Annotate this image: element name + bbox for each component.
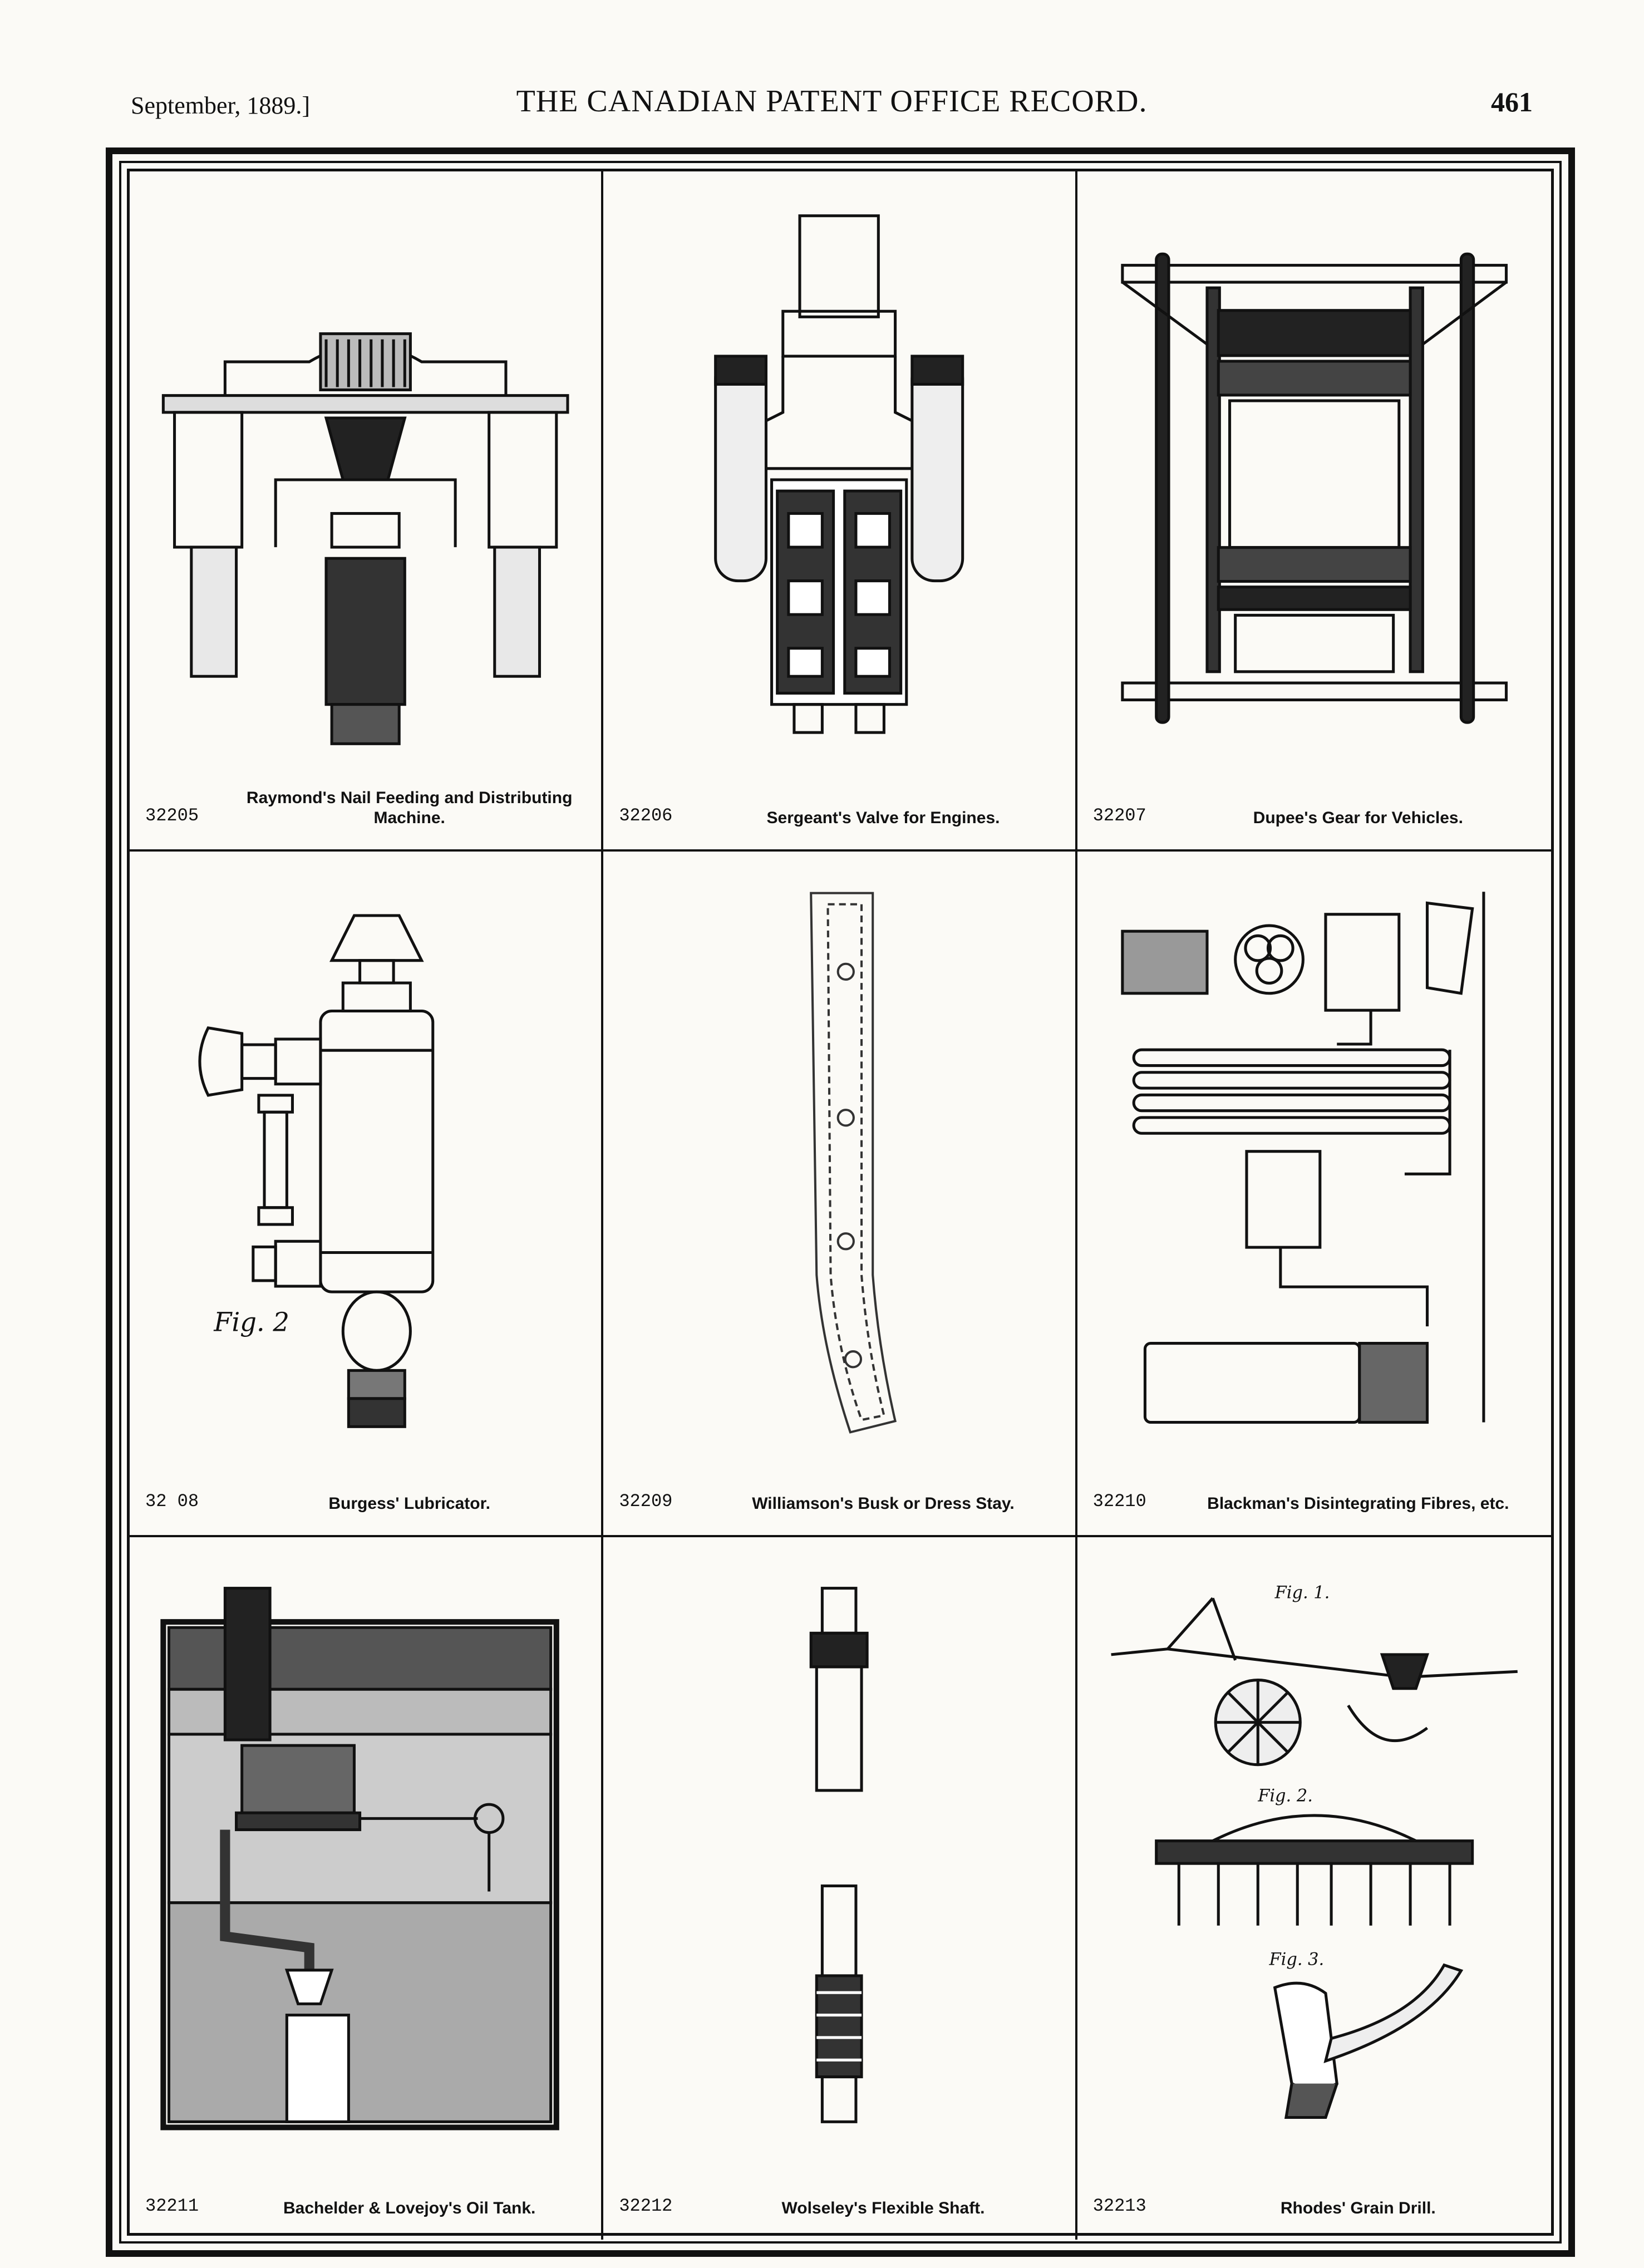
patent-title: Rhodes' Grain Drill.	[1280, 2199, 1436, 2217]
patent-cell-32211: 32211 Bachelder & Lovejoy's Oil Tank.	[130, 1537, 604, 2240]
publication-title: THE CANADIAN PATENT OFFICE RECORD.	[516, 84, 1148, 119]
page-header: September, 1889.] THE CANADIAN PATENT OF…	[131, 83, 1533, 128]
drill-fig3-label: Fig. 3.	[1268, 1950, 1324, 1970]
patent-caption: 32210 Blackman's Disintegrating Fibres, …	[1093, 1468, 1540, 1522]
patent-cell-32206: 32206 Sergeant's Valve for Engines.	[603, 171, 1077, 852]
patent-number: 32211	[145, 2196, 199, 2216]
drill-fig2-label: Fig. 2.	[1257, 1787, 1313, 1806]
patent-title: Williamson's Busk or Dress Stay.	[752, 1494, 1015, 1513]
oil-tank-illustration	[141, 1548, 590, 2167]
patent-title: Sergeant's Valve for Engines.	[766, 809, 1000, 827]
patent-caption: 32213 Rhodes' Grain Drill.	[1093, 2173, 1540, 2226]
patent-caption: 32207 Dupee's Gear for Vehicles.	[1093, 783, 1540, 836]
lubricator-fig-label: Fig. 2	[213, 1307, 289, 1337]
plate-frame: 32205 Raymond's Nail Feeding and Distrib…	[106, 147, 1575, 2257]
engine-valve-illustration	[614, 183, 1064, 777]
patent-number: 32213	[1092, 2196, 1146, 2216]
patent-caption: 32205 Raymond's Nail Feeding and Distrib…	[145, 783, 590, 836]
lubricator-illustration: Fig. 2	[141, 863, 590, 1463]
patent-number: 32205	[145, 805, 199, 826]
patent-caption: 32212 Wolseley's Flexible Shaft.	[619, 2173, 1064, 2226]
fibre-disintegrator-illustration	[1089, 863, 1540, 1463]
patent-cell-32207: 32207 Dupee's Gear for Vehicles.	[1077, 171, 1551, 852]
patent-cell-32208: Fig. 2 32 08 Burgess' Lubricator.	[130, 852, 604, 1537]
patent-title: Dupee's Gear for Vehicles.	[1253, 809, 1463, 827]
drill-fig1-label: Fig. 1.	[1274, 1583, 1330, 1602]
issue-date: September, 1889.]	[131, 92, 311, 119]
patent-number: 32212	[619, 2196, 673, 2216]
grain-drill-illustration: Fig. 1. Fig. 2. Fig. 3.	[1089, 1548, 1540, 2167]
vehicle-gear-illustration	[1089, 183, 1540, 777]
patent-number: 32206	[619, 805, 673, 826]
patent-grid: 32205 Raymond's Nail Feeding and Distrib…	[127, 169, 1554, 2240]
patent-title: Blackman's Disintegrating Fibres, etc.	[1207, 1494, 1509, 1513]
patent-cell-32212: 32212 Wolseley's Flexible Shaft.	[603, 1537, 1077, 2240]
patent-cell-32210: 32210 Blackman's Disintegrating Fibres, …	[1077, 852, 1551, 1537]
patent-number: 32210	[1092, 1491, 1146, 1512]
patent-caption: 32209 Williamson's Busk or Dress Stay.	[619, 1468, 1064, 1522]
patent-cell-32205: 32205 Raymond's Nail Feeding and Distrib…	[130, 171, 604, 852]
patent-caption: 32206 Sergeant's Valve for Engines.	[619, 783, 1064, 836]
patent-number: 32 08	[145, 1491, 199, 1512]
patent-title: Raymond's Nail Feeding and Distributing …	[246, 789, 573, 827]
patent-number: 32209	[619, 1491, 673, 1512]
patent-caption: 32 08 Burgess' Lubricator.	[145, 1468, 590, 1522]
flexible-shaft-illustration	[614, 1548, 1064, 2167]
dress-stay-illustration	[614, 863, 1064, 1463]
patent-title: Bachelder & Lovejoy's Oil Tank.	[283, 2199, 536, 2217]
patent-number: 32207	[1092, 805, 1146, 826]
page-number: 461	[1491, 86, 1533, 117]
patent-title: Wolseley's Flexible Shaft.	[781, 2199, 985, 2217]
patent-cell-32213: Fig. 1. Fig. 2. Fig. 3.	[1077, 1537, 1551, 2240]
patent-caption: 32211 Bachelder & Lovejoy's Oil Tank.	[145, 2173, 590, 2226]
patent-title: Burgess' Lubricator.	[328, 1494, 490, 1513]
nail-machine-illustration	[141, 183, 590, 777]
plate-inner-border	[119, 161, 1562, 2244]
patent-cell-32209: 32209 Williamson's Busk or Dress Stay.	[603, 852, 1077, 1537]
